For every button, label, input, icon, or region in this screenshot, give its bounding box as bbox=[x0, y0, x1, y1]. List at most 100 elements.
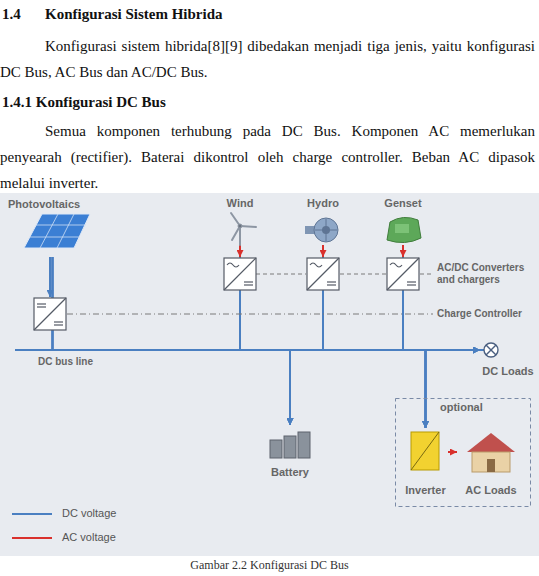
dc-bus-line bbox=[15, 349, 484, 351]
house-picture bbox=[467, 433, 515, 472]
pv-panel-picture bbox=[36, 225, 86, 226]
charge-controller-symbol bbox=[37, 306, 46, 307]
source-box: Genset bbox=[375, 195, 431, 245]
pv-panel-picture bbox=[24, 214, 90, 248]
part-label: AC/DC Converters and chargers bbox=[437, 262, 535, 286]
pv-panel-picture bbox=[24, 214, 90, 248]
converter-symbol bbox=[310, 263, 322, 267]
house-picture bbox=[487, 459, 495, 472]
ac-line bbox=[239, 245, 241, 257]
leader-line bbox=[340, 274, 386, 275]
subsection-heading: 1.4.1 Konfigurasi DC Bus bbox=[2, 94, 402, 111]
pv-panel-picture bbox=[57, 214, 74, 248]
inverter-symbol bbox=[411, 432, 439, 470]
converter-symbol bbox=[224, 258, 256, 290]
inverter-box: Inverter bbox=[403, 428, 448, 498]
pv-panel-picture bbox=[30, 237, 80, 238]
figure-caption: Gambar 2.2 Konfigurasi DC Bus bbox=[0, 558, 539, 572]
connector bbox=[53, 257, 481, 350]
connector bbox=[448, 451, 457, 453]
converter-symbol bbox=[224, 258, 256, 290]
optional-group: optionalInverter AC Loads bbox=[395, 398, 531, 507]
converter-symbol bbox=[244, 284, 253, 285]
source-box: Photovoltaics bbox=[5, 195, 100, 257]
converter-symbol bbox=[327, 284, 336, 285]
legend-sample bbox=[12, 514, 52, 538]
legend-entry: DC voltage bbox=[62, 507, 116, 519]
part-label: DC bus line bbox=[38, 356, 128, 368]
genset-picture bbox=[387, 217, 421, 242]
inverter-symbol bbox=[411, 432, 439, 470]
part-label: DC bus line bbox=[38, 356, 128, 368]
charge-controller-symbol bbox=[34, 298, 66, 330]
dc-bus-line bbox=[15, 350, 484, 351]
hydro-turbine-picture bbox=[315, 230, 337, 231]
figure-caption: Gambar 2.2 Konfigurasi DC Bus bbox=[0, 558, 539, 572]
connector bbox=[240, 245, 426, 428]
converter-symbol bbox=[407, 284, 416, 285]
node-label: Photovoltaics bbox=[8, 198, 80, 211]
part-label: Charge Controller bbox=[437, 308, 535, 320]
dc-load-symbol bbox=[484, 343, 498, 357]
converter-symbol bbox=[224, 258, 419, 290]
converter-symbol bbox=[307, 258, 339, 290]
dc-line bbox=[49, 257, 51, 297]
dc-line bbox=[50, 257, 51, 297]
body-paragraph: Konfigurasi sistem hibrida[8][9] dibedak… bbox=[0, 33, 535, 85]
charge-controller-symbol bbox=[34, 298, 66, 330]
house-picture bbox=[467, 433, 515, 452]
battery-picture bbox=[270, 432, 310, 458]
load-box: DC Loads bbox=[480, 340, 536, 379]
connector bbox=[323, 245, 480, 350]
converter-symbol bbox=[227, 263, 239, 267]
wind-turbine-picture bbox=[231, 213, 256, 245]
node-label: Wind bbox=[227, 197, 254, 210]
dc-load-symbol bbox=[486, 345, 496, 355]
converter-symbol bbox=[244, 281, 253, 282]
leader-line bbox=[67, 314, 433, 315]
dc-load-symbol bbox=[486, 345, 496, 355]
hydro-turbine-picture bbox=[305, 218, 338, 242]
legend-sample bbox=[12, 513, 52, 515]
connector bbox=[240, 245, 480, 350]
charge-controller-symbol bbox=[54, 324, 63, 325]
body-paragraph: Konfigurasi sistem hibrida[8][9] dibedak… bbox=[0, 33, 535, 85]
optional-frame bbox=[396, 399, 531, 507]
body-paragraph: Semua komponen terhubung pada DC Bus. Ko… bbox=[0, 118, 535, 196]
section-number: 1.4 bbox=[2, 6, 42, 23]
leader-line bbox=[420, 274, 433, 275]
optional-frame bbox=[396, 399, 531, 507]
body-paragraph: Semua komponen terhubung pada DC Bus. Ko… bbox=[0, 118, 535, 196]
ac-line bbox=[322, 245, 324, 257]
converter-symbol bbox=[390, 263, 402, 267]
wind-turbine-picture bbox=[238, 224, 242, 228]
battery-picture bbox=[284, 436, 296, 458]
converter-symbol bbox=[307, 258, 339, 290]
subsection-heading: 1.4.1 Konfigurasi DC Bus bbox=[2, 94, 402, 111]
source-box: Wind bbox=[212, 195, 268, 245]
node-label: Battery bbox=[271, 466, 309, 479]
node-label: DC Loads bbox=[482, 365, 533, 378]
inverter-symbol bbox=[411, 432, 439, 470]
node-label: optional bbox=[440, 401, 483, 414]
legend-sample bbox=[12, 537, 52, 539]
dc-load-symbol bbox=[484, 343, 498, 357]
part-label: Charge Controller bbox=[437, 308, 535, 320]
section-heading: Konfigurasi Sistem Hibrida bbox=[45, 6, 345, 23]
charge-controller-symbol bbox=[34, 298, 66, 330]
section-heading: Konfigurasi Sistem Hibrida bbox=[45, 6, 345, 23]
converter-symbol bbox=[387, 258, 419, 290]
converter-symbol bbox=[407, 281, 416, 282]
genset-picture bbox=[395, 224, 409, 233]
charge-controller-symbol bbox=[54, 321, 63, 322]
battery-picture bbox=[298, 432, 310, 458]
battery-picture bbox=[270, 440, 282, 458]
part-label: AC/DC Converters and chargers bbox=[437, 262, 535, 286]
load-box: AC Loads bbox=[457, 430, 525, 498]
node-label: Inverter bbox=[405, 484, 445, 497]
pv-panel-picture bbox=[40, 214, 58, 248]
connector bbox=[53, 257, 291, 425]
